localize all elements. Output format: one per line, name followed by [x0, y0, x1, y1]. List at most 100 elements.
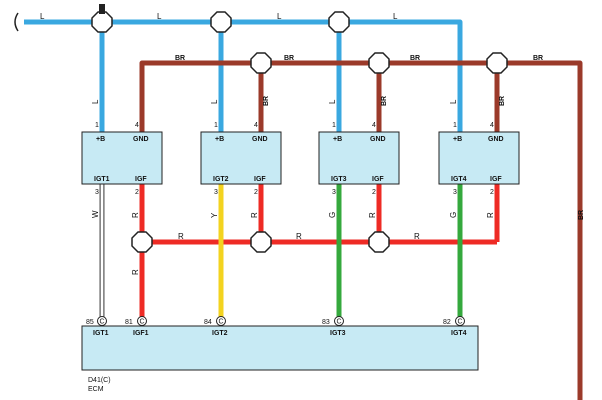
- wire-label-r: R: [131, 269, 140, 275]
- wire-l-main: [24, 19, 463, 132]
- ecm: 85 C IGT1 81 C IGF1 84 C IGT2 83 C IGT3 …: [81, 316, 479, 393]
- wire-label-r: R: [414, 232, 420, 241]
- pin-number: 3: [95, 189, 99, 196]
- terminal-label: IGT2: [213, 176, 229, 183]
- wire-label-br: BR: [410, 55, 420, 62]
- connector-c-letter: C: [219, 319, 224, 326]
- igniter-box: [200, 131, 282, 185]
- ecm-pin-igf1: 81 C IGF1: [125, 316, 149, 337]
- wire-label-l-vertical: L: [449, 99, 458, 104]
- wire-label-br: BR: [284, 55, 294, 62]
- wire-label-l: L: [157, 12, 162, 21]
- splice-node: [250, 231, 272, 253]
- splice-node: [131, 231, 153, 253]
- connector-c-letter: C: [337, 319, 342, 326]
- wire-label-r: R: [131, 212, 140, 218]
- connector-c-icon: [455, 316, 465, 326]
- connector-clip: [99, 4, 105, 14]
- terminal-label: +B: [215, 136, 224, 143]
- igniter-2: 1 4 3 2 +B GND IGT2 IGF: [200, 122, 282, 196]
- terminal-label: IGF: [490, 176, 502, 183]
- wire-label-r: R: [486, 212, 495, 218]
- splice-nodes: [91, 11, 508, 253]
- wire-label-r: R: [178, 232, 184, 241]
- ecm-name: ECM: [88, 386, 104, 393]
- pin-number: 3: [453, 189, 457, 196]
- pin-number: 3: [332, 189, 336, 196]
- pin-number: 4: [254, 122, 258, 129]
- ecm-connector-id: D41(C): [88, 377, 111, 384]
- terminal-label: IGF: [135, 176, 147, 183]
- wire-label-l-vertical: L: [328, 99, 337, 104]
- ecm-pin-number: 83: [322, 319, 330, 326]
- pin-number: 3: [214, 189, 218, 196]
- splice-node: [368, 231, 390, 253]
- terminal-label: IGF: [254, 176, 266, 183]
- wire-label-r: R: [368, 212, 377, 218]
- wire-label-y: Y: [210, 212, 219, 218]
- igniter-3: 1 4 3 2 +B GND IGT3 IGF: [318, 122, 400, 196]
- wire-label-br: BR: [533, 55, 543, 62]
- terminal-label: GND: [133, 136, 149, 143]
- ecm-pin-igt3: 83 C IGT3: [322, 316, 346, 337]
- wire-label-br: BR: [263, 96, 270, 106]
- terminal-label: GND: [252, 136, 268, 143]
- wire-label-r: R: [296, 232, 302, 241]
- connector-c-letter: C: [140, 319, 145, 326]
- ecm-box: [81, 325, 479, 371]
- ecm-pin-igt2: 84 C IGT2: [204, 316, 228, 337]
- ecm-pin-label: IGT1: [93, 330, 109, 337]
- pin-number: 1: [95, 122, 99, 129]
- igniter-4: 1 4 3 2 +B GND IGT4 IGF: [438, 122, 520, 196]
- wire-label-l-vertical: L: [210, 99, 219, 104]
- pin-number: 2: [372, 189, 376, 196]
- igniter-box: [318, 131, 400, 185]
- wire-label-br: BR: [578, 210, 585, 220]
- connector-c-letter: C: [100, 319, 105, 326]
- wire-label-l-vertical: L: [91, 99, 100, 104]
- wire-label-l: L: [277, 12, 282, 21]
- pin-number: 2: [135, 189, 139, 196]
- connector-c-icon: [97, 316, 107, 326]
- pin-number: 4: [490, 122, 494, 129]
- ecm-pin-number: 85: [86, 319, 94, 326]
- ecm-pin-igt4: 82 C IGT4: [443, 316, 467, 337]
- terminal-label: GND: [488, 136, 504, 143]
- splice-node: [250, 52, 272, 74]
- terminal-label: +B: [96, 136, 105, 143]
- igniter-box: [438, 131, 520, 185]
- terminal-label: GND: [370, 136, 386, 143]
- terminal-label: IGF: [372, 176, 384, 183]
- splice-node: [368, 52, 390, 74]
- pin-number: 2: [254, 189, 258, 196]
- pin-number: 4: [135, 122, 139, 129]
- wire-label-br: BR: [381, 96, 388, 106]
- ecm-pin-label: IGT4: [451, 330, 467, 337]
- splice-node: [486, 52, 508, 74]
- splice-node: [328, 11, 350, 33]
- terminal-label: +B: [453, 136, 462, 143]
- pin-number: 1: [214, 122, 218, 129]
- terminal-label: +B: [333, 136, 342, 143]
- wire-label-l: L: [393, 12, 398, 21]
- ecm-pin-igt1: 85 C IGT1: [86, 316, 109, 337]
- terminal-label: IGT3: [331, 176, 347, 183]
- connector-c-icon: [137, 316, 147, 326]
- connector-c-icon: [334, 316, 344, 326]
- wire-label-r: R: [250, 212, 259, 218]
- ecm-pin-label: IGT3: [330, 330, 346, 337]
- igniter-1: 1 4 3 2 +B GND IGT1 IGF: [81, 122, 163, 196]
- pin-number: 1: [332, 122, 336, 129]
- ecm-pin-label: IGF1: [133, 330, 149, 337]
- terminal-label: IGT4: [451, 176, 467, 183]
- pin-number: 4: [372, 122, 376, 129]
- connector-c-icon: [216, 316, 226, 326]
- wire-label-w: W: [91, 210, 100, 218]
- pin-number: 1: [453, 122, 457, 129]
- wire-label-g: G: [328, 212, 337, 218]
- wire-label-g: G: [449, 212, 458, 218]
- pin-number: 2: [490, 189, 494, 196]
- ecm-pin-number: 84: [204, 319, 212, 326]
- wire-label-br: BR: [175, 55, 185, 62]
